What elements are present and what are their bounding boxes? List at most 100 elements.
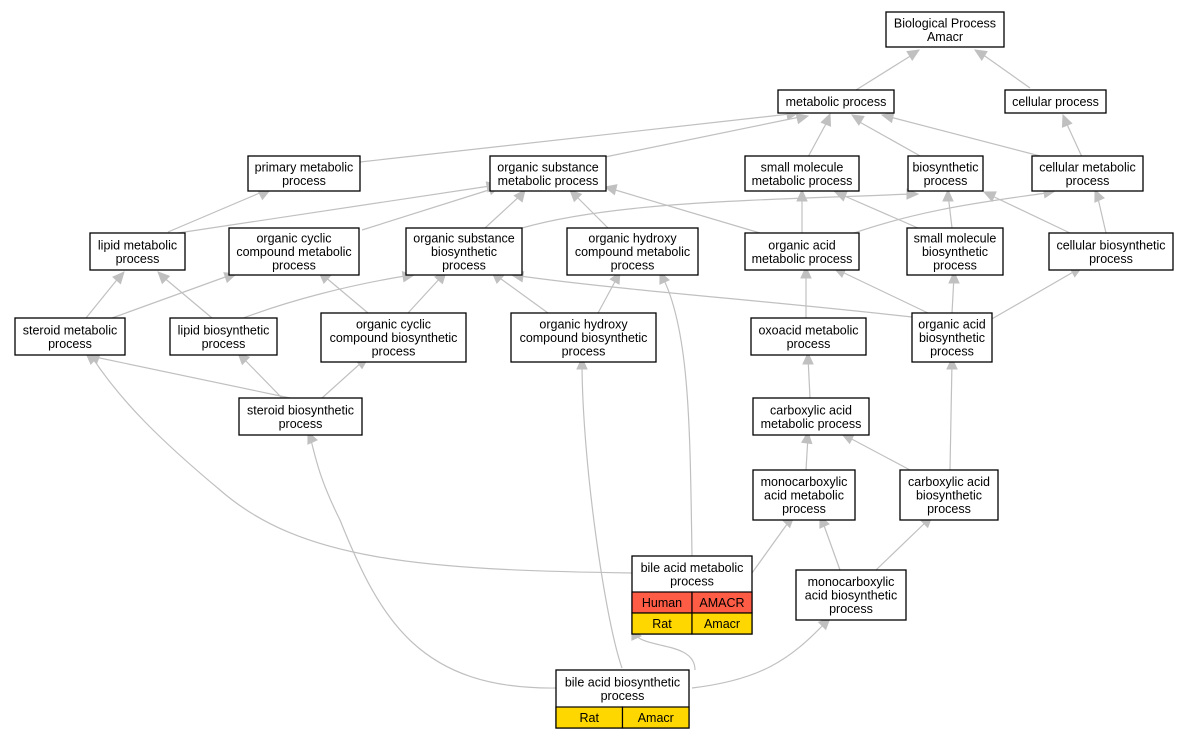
edge-steroid-metabolic-to-org-cyclic — [111, 275, 229, 319]
gene-cell — [691, 612, 753, 635]
node-box — [906, 227, 1004, 276]
edge-lipid-biosynthetic-to-lipid — [161, 275, 213, 319]
node-label-line: process — [787, 337, 831, 351]
node-label-line: process — [601, 689, 645, 703]
arrowhead — [1061, 113, 1073, 128]
edge-org-cyclic-bio-to-org-sub-bio — [407, 275, 443, 314]
node-label-line: process — [202, 337, 246, 351]
edge-lipid-biosynthetic-to-org-sub-bio — [237, 275, 406, 321]
node-label-line: monocarboxylic — [808, 575, 895, 589]
node-label-line: organic hydroxy — [539, 318, 628, 332]
node-box — [744, 155, 860, 192]
node-label-line: organic substance — [413, 232, 515, 246]
node-label-line: process — [442, 259, 486, 273]
arrowhead — [942, 188, 954, 202]
node-label-line: monocarboxylic — [761, 475, 848, 489]
go-term-node-cellular[interactable]: cellular process — [1004, 89, 1107, 114]
node-box — [228, 227, 360, 276]
edge-steroid-bio-to-lipid-bio — [241, 356, 283, 399]
node-box — [777, 89, 895, 114]
edge-bile-metabolic-to-monocarb-metabolic — [751, 519, 791, 574]
arrowhead — [820, 112, 832, 127]
edge-bile-bio-to-steroid-bio — [309, 435, 558, 689]
arrowhead — [603, 184, 618, 196]
arrowhead — [796, 188, 808, 202]
node-label-line: steroid metabolic — [23, 323, 118, 337]
edge-primary-metabolic-to-metabolic — [359, 113, 791, 163]
arrowhead — [906, 49, 921, 61]
node-label-line: process — [930, 345, 974, 359]
node-label-line: metabolic process — [761, 417, 862, 431]
arrowhead — [982, 191, 997, 202]
node-label-line: process — [924, 174, 968, 188]
node-label-line: Amacr — [927, 30, 963, 44]
edge-metabolic-to-bio-process — [855, 54, 913, 91]
edge-cellular-metabolic-to-cellular — [1064, 119, 1083, 158]
edge-bile-metabolic-to-org-hydroxy — [661, 275, 693, 557]
edge-steroid-bio-to-steroid-metabolic — [94, 356, 291, 399]
gene-label: Amacr — [704, 617, 740, 631]
arrowhead — [157, 271, 171, 285]
node-box — [750, 317, 867, 356]
node-label-line: acid metabolic — [764, 489, 844, 503]
edge-monocarb-bio-to-carboxylic-bio — [875, 519, 929, 571]
node-label-line: cellular biosynthetic — [1056, 238, 1165, 252]
node-label-line: acid biosynthetic — [805, 589, 897, 603]
edge-org-sub-metabolic-to-metabolic — [604, 116, 801, 158]
node-box — [14, 317, 126, 356]
node-label-line: lipid metabolic — [98, 238, 177, 252]
node-box — [169, 317, 278, 356]
arrowhead — [800, 430, 813, 445]
node-label-line: process — [782, 502, 826, 516]
go-term-node-metabolic[interactable]: metabolic process — [777, 89, 895, 114]
node-label-line: small molecule — [914, 232, 997, 246]
edge-lipid-metabolic-to-primary — [167, 191, 263, 233]
node-box — [752, 397, 870, 436]
node-box — [907, 155, 984, 192]
edge-org-hydroxy-metabolic-to-org-sub — [573, 193, 609, 229]
node-box — [899, 469, 999, 521]
node-box — [752, 469, 856, 521]
node-label-line: organic substance — [497, 160, 599, 174]
arrowhead — [1094, 188, 1105, 203]
node-label-line: metabolic process — [498, 174, 599, 188]
node-label-line: process — [933, 259, 977, 273]
edge-org-acid-metabolic-to-org-sub — [611, 188, 761, 234]
node-label-line: compound metabolic — [236, 245, 351, 259]
node-box — [885, 11, 1005, 48]
edge-steroid-bio-to-org-cyclic-bio — [321, 361, 363, 399]
node-label-line: organic acid — [768, 238, 835, 252]
node-label-line: process — [372, 345, 416, 359]
edge-org-sub-biosynthetic-to-org-sub — [484, 193, 523, 229]
node-label-line: process — [48, 337, 92, 351]
edge-org-hydroxy-bio-to-org-sub-bio — [496, 275, 549, 314]
node-label-line: bile acid metabolic — [641, 561, 744, 575]
